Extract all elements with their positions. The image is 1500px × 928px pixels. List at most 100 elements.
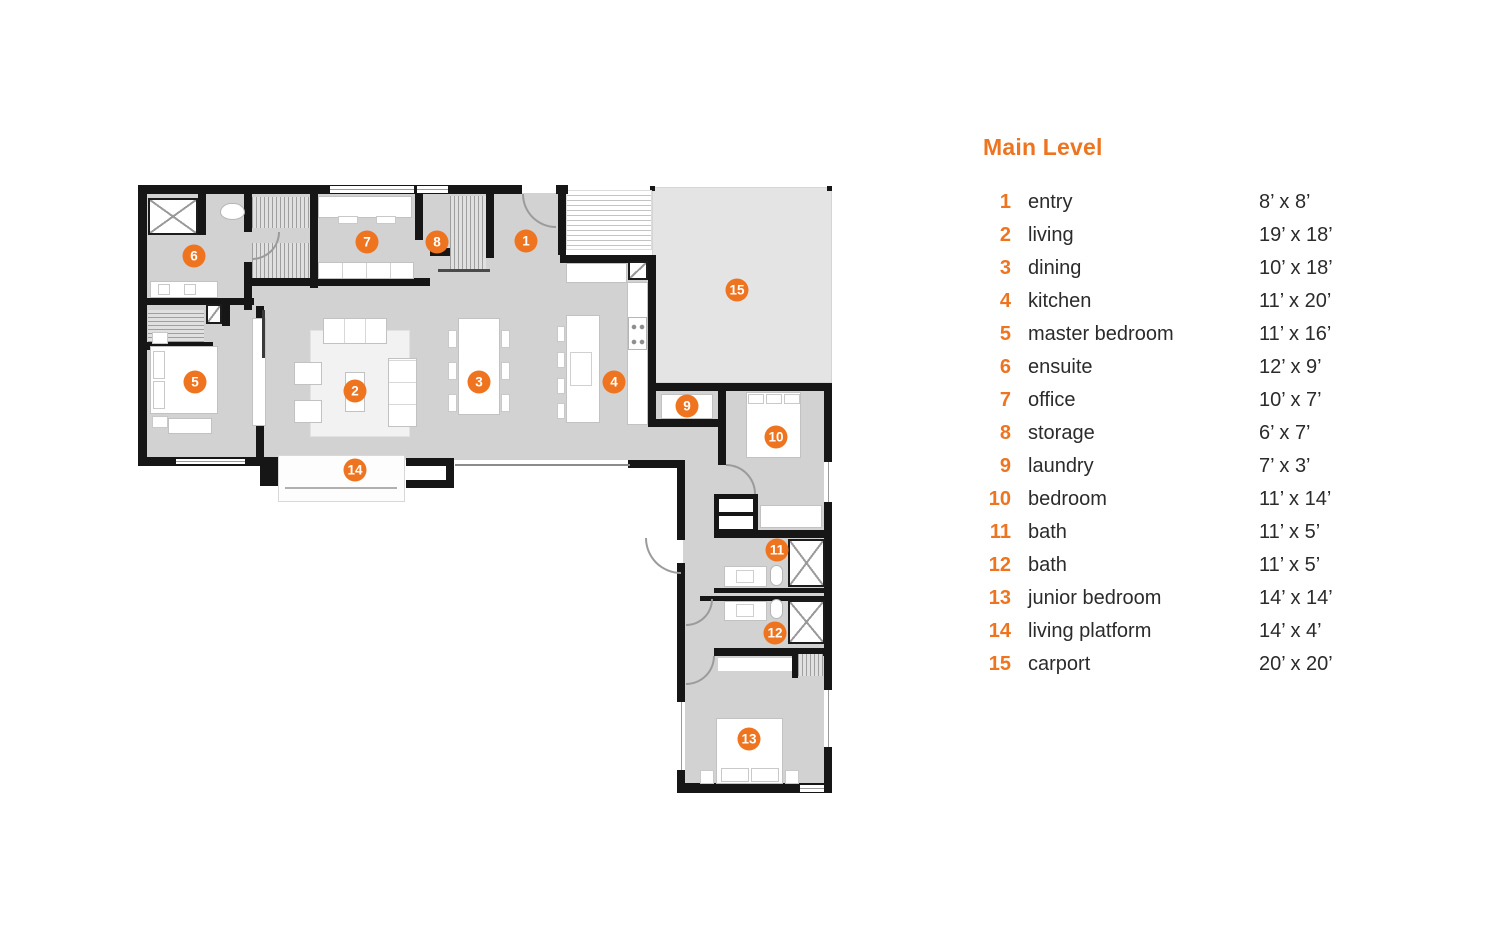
legend-size: 11’ x 16’ (1259, 323, 1332, 345)
legend-row: 8 storage 6’ x 7’ (983, 417, 1333, 450)
pantry-icon (628, 261, 648, 280)
legend-label: office (1028, 389, 1076, 411)
chair-icon (501, 394, 510, 412)
legend-label: entry (1028, 191, 1073, 213)
linen-closet-icon (206, 304, 222, 324)
chair-icon (448, 330, 457, 348)
chair-icon (448, 394, 457, 412)
vanity-icon (724, 601, 767, 621)
legend-label: living (1028, 224, 1074, 246)
legend-size: 11’ x 14’ (1259, 488, 1332, 510)
wall (677, 783, 832, 793)
legend-label: master bedroom (1028, 323, 1174, 345)
legend-row: 7 office 10’ x 7’ (983, 384, 1333, 417)
room-marker-2: 2 (343, 379, 367, 403)
legend-row: 5 master bedroom 11’ x 16’ (983, 318, 1333, 351)
legend-size: 11’ x 5’ (1259, 521, 1321, 543)
legend-size: 10’ x 18’ (1259, 257, 1333, 279)
legend-label: living platform (1028, 620, 1152, 642)
window (417, 186, 448, 193)
wall (486, 185, 494, 258)
legend-label: kitchen (1028, 290, 1092, 312)
legend-number: 10 (988, 488, 1011, 510)
legend-row: 6 ensuite 12’ x 9’ (983, 351, 1333, 384)
stairs-icon (406, 480, 454, 488)
legend-size: 7’ x 3’ (1259, 455, 1311, 477)
legend-label: ensuite (1028, 356, 1093, 378)
legend-row: 14 living platform 14’ x 4’ (983, 615, 1333, 648)
wall (246, 278, 430, 286)
legend-row: 1 entry 8’ x 8’ (983, 186, 1333, 219)
floor-plan: 1 2 3 4 5 6 7 8 9 10 11 12 13 14 15 (138, 185, 832, 793)
sink-icon (184, 284, 196, 295)
chair-icon (376, 216, 396, 224)
wall (560, 255, 655, 263)
legend-number: 7 (999, 389, 1011, 411)
legend-number: 13 (988, 587, 1011, 609)
legend-row: 12 bath 11’ x 5’ (983, 549, 1333, 582)
shower-icon (788, 539, 825, 587)
room-marker-5: 5 (183, 370, 207, 394)
wall (677, 770, 685, 793)
glass-wall (455, 464, 630, 466)
legend-number: 2 (999, 224, 1011, 246)
stove-icon (628, 317, 647, 350)
legend-size: 14’ x 14’ (1259, 587, 1333, 609)
sink-icon (736, 604, 754, 617)
wall (222, 302, 230, 326)
room-marker-4: 4 (602, 370, 626, 394)
wall (256, 424, 264, 462)
kitchen-island-icon (566, 315, 600, 423)
closet-shelf (719, 499, 753, 512)
legend-label: bath (1028, 521, 1067, 543)
wall (244, 193, 252, 232)
legend-row: 9 laundry 7’ x 3’ (983, 450, 1333, 483)
legend-size: 20’ x 20’ (1259, 653, 1333, 675)
closet-hatch (798, 654, 823, 676)
carport-post (650, 186, 655, 191)
legend-number: 15 (988, 653, 1011, 675)
window (824, 462, 832, 502)
wall (792, 652, 798, 678)
legend-size: 6’ x 7’ (1259, 422, 1311, 444)
room-marker-15: 15 (725, 278, 749, 302)
legend-size: 14’ x 4’ (1259, 620, 1322, 642)
legend-row: 2 living 19’ x 18’ (983, 219, 1333, 252)
counter-icon (627, 282, 648, 425)
legend-number: 5 (999, 323, 1011, 345)
column (260, 457, 278, 486)
nightstand-icon (152, 332, 168, 344)
room-marker-12: 12 (763, 621, 787, 645)
legend-number: 1 (999, 191, 1011, 213)
nightstand-icon (785, 770, 799, 784)
closet-shelf (718, 658, 792, 671)
wall (558, 194, 566, 255)
wall (415, 193, 423, 240)
legend-number: 11 (989, 521, 1011, 543)
desk-icon (318, 196, 412, 218)
window (330, 186, 414, 193)
counter-icon (566, 263, 627, 283)
legend-title: Main Level (983, 134, 1103, 160)
legend-size: 8’ x 8’ (1259, 191, 1311, 213)
wardrobe-hatch (252, 197, 310, 228)
vanity-icon (724, 566, 767, 587)
wall (677, 563, 685, 702)
sofa-icon (388, 358, 417, 427)
window (176, 459, 245, 464)
legend-size: 12’ x 9’ (1259, 356, 1322, 378)
legend-row: 10 bedroom 11’ x 14’ (983, 483, 1333, 516)
sink-icon (158, 284, 170, 295)
armchair-icon (294, 400, 322, 423)
legend-label: bath (1028, 554, 1067, 576)
island-sink-icon (570, 352, 592, 386)
legend-label: carport (1028, 653, 1091, 675)
wall (677, 460, 685, 540)
chair-icon (501, 362, 510, 380)
door-track (262, 310, 265, 358)
closet-rod (438, 269, 490, 272)
legend-number: 12 (988, 554, 1011, 576)
sofa-icon (323, 318, 387, 344)
pillow-icon (784, 394, 800, 404)
wall (714, 588, 832, 593)
